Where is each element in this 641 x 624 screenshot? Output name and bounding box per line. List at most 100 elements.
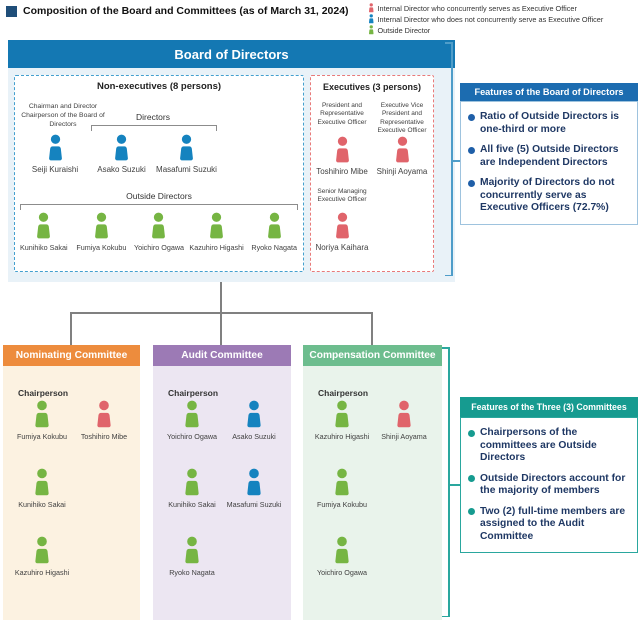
feature-item: Two (2) full-time members are assigned t… xyxy=(468,506,632,544)
bullet-dot-icon xyxy=(468,508,475,516)
committee-header: Compensation Committee xyxy=(303,345,442,366)
member-name: Ryoko Nagata xyxy=(169,568,215,577)
member-name: Yoichiro Ogawa xyxy=(316,568,368,577)
bullet-dot-icon xyxy=(468,475,475,483)
person-icon xyxy=(34,212,53,239)
member: Toshihiro Mibe xyxy=(313,136,371,176)
outside-directors-bracket xyxy=(20,204,298,210)
committee-member-row: Yoichiro Ogawa xyxy=(303,536,442,577)
chairperson-label: Chairperson xyxy=(318,388,369,398)
legend-item: Outside Director xyxy=(368,25,603,35)
executive-role-label: President and Representative Executive O… xyxy=(317,102,367,126)
committee-member-row: Kazuhiro Higashi Shinji Aoyama xyxy=(303,400,442,441)
person-icon xyxy=(207,212,226,239)
person-icon xyxy=(332,400,352,428)
outside-directors-row: Kunihiko Sakai Fumiya Kokubu Yoichiro Ogaw… xyxy=(15,212,303,252)
feature-item: Ratio of Outside Directors is one-third … xyxy=(468,111,632,136)
member: Noriya Kaihara xyxy=(313,212,371,252)
connector-line xyxy=(220,312,222,345)
member: Shinji Aoyama xyxy=(381,400,427,441)
committee-member-row: Kazuhiro Higashi xyxy=(3,536,140,577)
executive-role-label: Executive Vice President and Representat… xyxy=(377,102,427,135)
person-icon xyxy=(265,212,284,239)
person-icon xyxy=(333,212,352,239)
member: Seiji Kuraishi xyxy=(25,134,85,174)
connector-line xyxy=(220,282,222,312)
person-icon xyxy=(149,212,168,239)
person-icon xyxy=(244,468,264,496)
member-name: Asako Suzuki xyxy=(232,432,276,441)
person-icon xyxy=(112,134,131,161)
member: Masafumi Suzuki xyxy=(154,134,219,174)
committee-member-row: Kunihiko Sakai xyxy=(3,468,140,509)
feature-text: Ratio of Outside Directors is one-third … xyxy=(480,111,620,135)
member-name: Ryoko Nagata xyxy=(251,243,297,252)
directors-label: Directors xyxy=(135,112,170,122)
member-name: Kunihiko Sakai xyxy=(18,500,66,509)
member: Toshihiro Mibe xyxy=(81,400,127,441)
feature-item: Majority of Directors do not concurrentl… xyxy=(468,177,632,215)
member-name: Yoichiro Ogawa xyxy=(133,243,185,252)
committee-features-bracket-tick xyxy=(442,615,449,617)
member: Asako Suzuki xyxy=(232,400,276,441)
connector-line xyxy=(371,312,373,345)
member-name: Shinji Aoyama xyxy=(376,167,428,176)
committee-features-connector xyxy=(448,484,460,486)
person-icon xyxy=(182,536,202,564)
member: Ryoko Nagata xyxy=(169,536,215,577)
member-name: Seiji Kuraishi xyxy=(31,165,79,174)
legend-item: Internal Director who does not concurren… xyxy=(368,14,603,24)
member: Fumiya Kokubu xyxy=(76,212,126,252)
member-name: Kunihiko Sakai xyxy=(20,243,68,252)
bullet-dot-icon xyxy=(468,429,475,437)
member: Fumiya Kokubu xyxy=(317,468,367,509)
member: Kazuhiro Higashi xyxy=(189,212,244,252)
person-icon xyxy=(368,14,375,24)
member-name: Fumiya Kokubu xyxy=(17,432,67,441)
person-icon xyxy=(46,134,65,161)
board-features-list: Ratio of Outside Directors is one-third … xyxy=(460,101,638,225)
member: Kunihiko Sakai xyxy=(20,212,68,252)
person-icon xyxy=(32,400,52,428)
legend: Internal Director who concurrently serve… xyxy=(368,3,603,35)
committee-header: Nominating Committee xyxy=(3,345,140,366)
member-name: Kazuhiro Higashi xyxy=(314,432,370,441)
executives-title: Executives (3 persons) xyxy=(322,82,422,92)
member: Masafumi Suzuki xyxy=(227,468,281,509)
board-of-directors-header: Board of Directors xyxy=(8,40,455,68)
executive-role-label: Senior Managing Executive Officer xyxy=(317,188,367,204)
feature-text: Outside Directors account for the majori… xyxy=(480,472,626,497)
person-icon xyxy=(182,400,202,428)
member: Yoichiro Ogawa xyxy=(317,536,367,577)
person-icon xyxy=(92,212,111,239)
feature-text: Two (2) full-time members are assigned t… xyxy=(480,505,626,542)
person-icon xyxy=(393,136,412,163)
person-icon xyxy=(182,468,202,496)
page-title: Composition of the Board and Committees … xyxy=(23,5,349,17)
board-of-directors-box: Board of Directors Non-executives (8 per… xyxy=(8,40,455,282)
member-name: Noriya Kaihara xyxy=(315,243,369,252)
person-icon xyxy=(333,136,352,163)
member-name: Kazuhiro Higashi xyxy=(14,568,70,577)
feature-item: Outside Directors account for the majori… xyxy=(468,473,632,498)
person-icon xyxy=(368,25,375,35)
chairperson-label: Chairperson xyxy=(168,388,219,398)
bullet-dot-icon xyxy=(468,146,475,154)
person-icon xyxy=(94,400,114,428)
member-name: Fumiya Kokubu xyxy=(76,243,127,252)
chairman-role-label: Chairman and Director Chairperson of the… xyxy=(21,103,105,128)
bullet-dot-icon xyxy=(468,179,475,187)
executives-box: Executives (3 persons) President and Rep… xyxy=(310,75,434,272)
member: Kazuhiro Higashi xyxy=(315,400,369,441)
member: Kunihiko Sakai xyxy=(18,468,66,509)
committee-member-row: Fumiya Kokubu Toshihiro Mibe xyxy=(3,400,140,441)
committee-features-list: Chairpersons of the committees are Outsi… xyxy=(460,417,638,554)
feature-text: All five (5) Outside Directors are Indep… xyxy=(480,144,619,168)
non-executives-box: Non-executives (8 persons) Chairman and … xyxy=(14,75,304,272)
person-icon xyxy=(177,134,196,161)
